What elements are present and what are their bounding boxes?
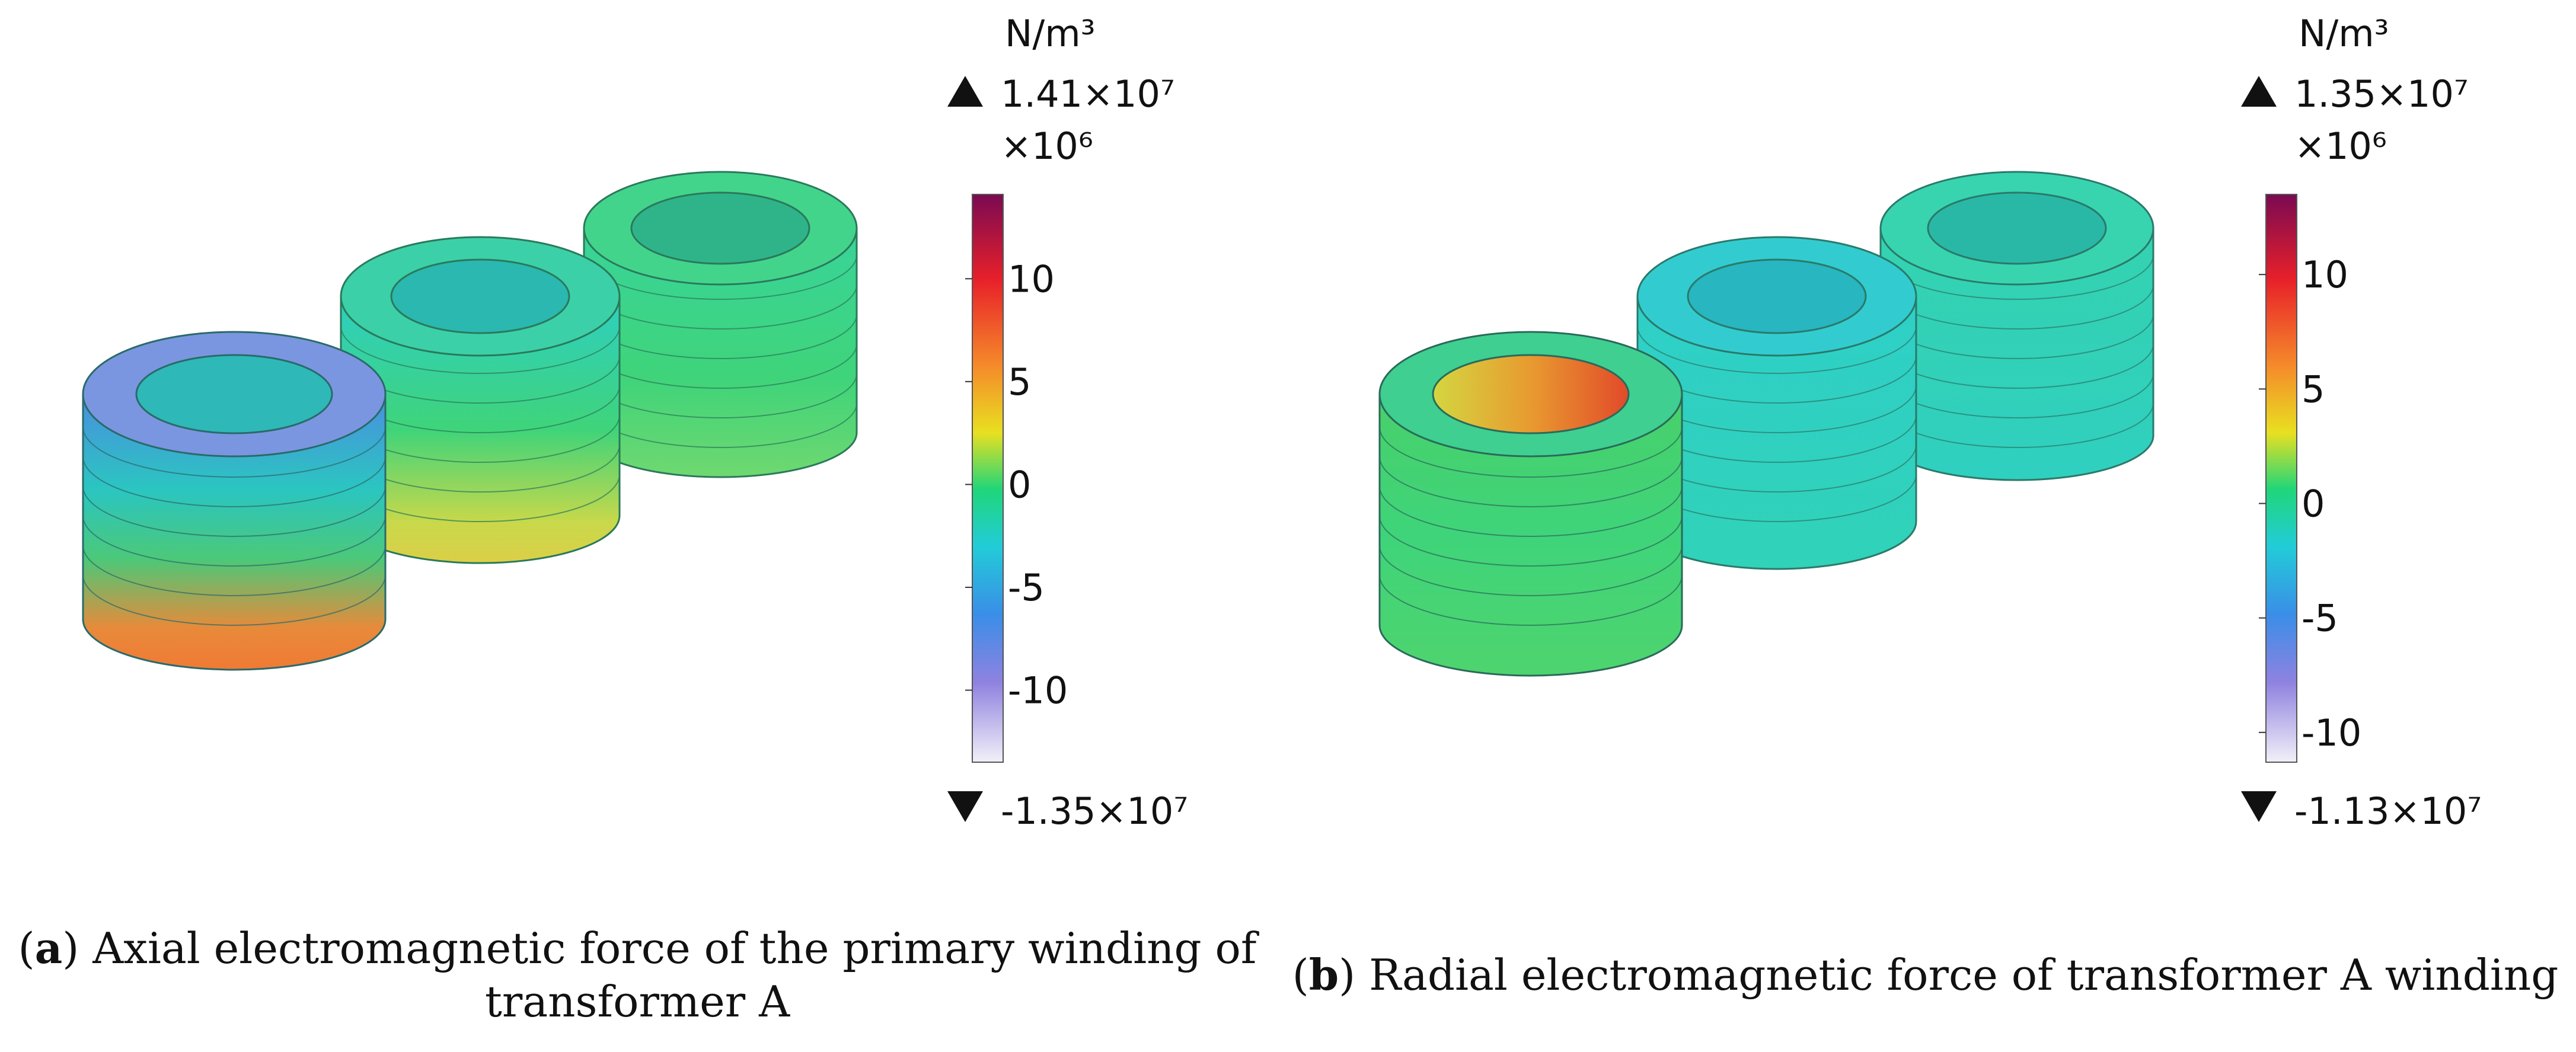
coil-1 [1378,331,1683,677]
legend-tick-label: 10 [1008,257,1055,300]
legend-tick-label: -10 [2302,711,2361,754]
legend-b: N/m³ 1.35×10⁷ ×10⁶ 10 5 0 -5 -10 -1.13×10⁷ [2241,12,2482,833]
coil-3 [583,171,858,478]
caption-b-line1: (b) Radial electromagnetic force of tran… [1292,949,2559,1000]
coil-3 [1879,171,2154,481]
coil-2 [1636,236,1917,570]
legend-tick-label: -5 [2302,597,2338,640]
legend-tick-label: 5 [1008,360,1031,404]
legend-b-max-label: 1.35×10⁷ [2294,72,2469,116]
legend-a: N/m³ 1.41×10⁷ ×10⁶ 10 5 0 -5 -10 -1.35×10⁷ [947,12,1188,833]
legend-b-min-marker [2241,791,2277,822]
coil-1 [82,331,387,671]
legend-tick-label: 10 [2302,253,2348,296]
legend-a-colorbar [972,194,1004,763]
caption-a-line2: transformer A [484,977,790,1027]
legend-b-min-label: -1.13×10⁷ [2294,789,2482,833]
legend-a-max-label: 1.41×10⁷ [1001,72,1175,116]
legend-b-max-marker [2241,76,2277,107]
caption-b: (b) Radial electromagnetic force of tran… [1281,948,2570,1002]
coil-2 [340,236,621,564]
caption-a-line1: (a) Axial electromagnetic force of the p… [18,923,1257,973]
legend-tick-label: -5 [1008,566,1045,609]
legend-tick-label: 0 [1008,463,1031,506]
legend-a-multiplier: ×10⁶ [1001,124,1093,168]
legend-a-min-marker [947,791,983,822]
legend-tick-label: -10 [1008,669,1068,712]
legend-b-multiplier: ×10⁶ [2294,124,2387,168]
caption-a: (a) Axial electromagnetic force of the p… [12,922,1263,1028]
legend-b-unit: N/m³ [2299,12,2389,55]
legend-a-min-label: -1.35×10⁷ [1001,789,1188,833]
caption-b-letter: b [1308,949,1339,1000]
panel-b-render: N/m³ 1.35×10⁷ ×10⁶ 10 5 0 -5 -10 -1.13×10⁷ [1378,12,2482,833]
legend-tick-label: 0 [2302,482,2325,525]
legend-a-max-marker [947,76,983,107]
caption-a-letter: a [34,923,63,973]
panel-a-render: N/m³ 1.41×10⁷ ×10⁶ 10 5 0 -5 -10 -1.35×10⁷ [82,12,1188,833]
legend-tick-label: 5 [2302,367,2325,411]
legend-b-colorbar [2265,194,2297,763]
legend-a-unit: N/m³ [1005,12,1096,55]
